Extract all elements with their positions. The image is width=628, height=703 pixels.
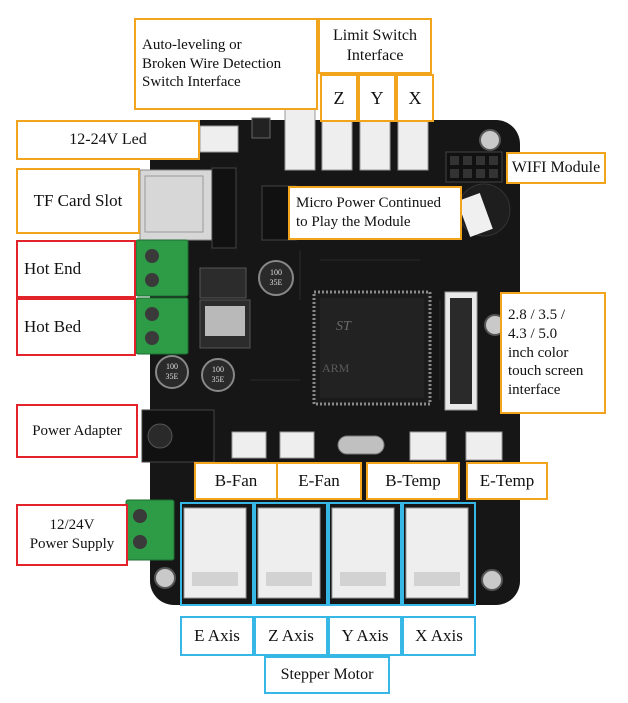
led-label: 12-24V Led xyxy=(16,120,200,160)
e-temp-label: E-Temp xyxy=(466,462,548,500)
tf-card-slot xyxy=(139,169,213,241)
svg-text:ST: ST xyxy=(336,319,352,334)
tf-card-label: TF Card Slot xyxy=(16,168,140,234)
x-limit-label: X xyxy=(396,74,434,122)
x-axis-frame xyxy=(402,502,476,606)
auto-leveling-label: Auto-leveling or Broken Wire Detection S… xyxy=(134,18,318,110)
touch-screen-label: 2.8 / 3.5 / 4.3 / 5.0 inch color touch s… xyxy=(500,292,606,414)
mounting-hole xyxy=(481,569,503,591)
wifi-label: WIFI Module xyxy=(506,152,606,184)
svg-text:100: 100 xyxy=(212,365,224,374)
z-axis-label: Z Axis xyxy=(254,616,328,656)
svg-text:100: 100 xyxy=(270,268,282,277)
power-supply-terminal xyxy=(125,499,175,561)
y-limit-label: Y xyxy=(358,74,396,122)
e-axis-label: E Axis xyxy=(180,616,254,656)
mosfet xyxy=(199,267,247,299)
probe-connector xyxy=(284,107,316,171)
b-temp-label: B-Temp xyxy=(366,462,460,500)
capacitor: 100 35E xyxy=(258,260,294,296)
e-fan-label: E-Fan xyxy=(276,462,362,500)
b-fan-label: B-Fan xyxy=(194,462,278,500)
hot-bed-label: Hot Bed xyxy=(16,298,136,356)
svg-text:100: 100 xyxy=(166,362,178,371)
hot-bed-terminal xyxy=(135,297,189,355)
svg-text:35E: 35E xyxy=(166,372,179,381)
hot-end-label: Hot End xyxy=(16,240,136,298)
capacitor: 100 35E xyxy=(201,358,235,392)
jumper xyxy=(251,117,271,139)
mounting-hole xyxy=(479,129,501,151)
hot-end-terminal xyxy=(135,239,189,297)
e-fan-connector xyxy=(279,431,315,459)
b-fan-connector xyxy=(231,431,267,459)
micro-power-label: Micro Power Continued to Play the Module xyxy=(288,186,462,240)
stepper-motor-label: Stepper Motor xyxy=(264,656,390,694)
svg-text:35E: 35E xyxy=(270,278,283,287)
z-axis-frame xyxy=(254,502,328,606)
led-connector xyxy=(199,125,239,153)
capacitor: 100 35E xyxy=(155,355,189,389)
svg-text:ARM: ARM xyxy=(322,361,350,375)
mounting-hole xyxy=(154,567,176,589)
wifi-header xyxy=(445,151,503,183)
svg-text:35E: 35E xyxy=(212,375,225,384)
b-temp-connector xyxy=(409,431,447,461)
y-axis-label: Y Axis xyxy=(328,616,402,656)
y-axis-frame xyxy=(328,502,402,606)
pin-header xyxy=(211,167,237,249)
limit-switch-label: Limit Switch Interface xyxy=(318,18,432,74)
z-limit-label: Z xyxy=(320,74,358,122)
e-axis-frame xyxy=(180,502,254,606)
e-temp-connector xyxy=(465,431,503,461)
power-adapter-label: Power Adapter xyxy=(16,404,138,458)
crystal xyxy=(337,435,385,455)
x-axis-label: X Axis xyxy=(402,616,476,656)
power-supply-label: 12/24V Power Supply xyxy=(16,504,128,566)
